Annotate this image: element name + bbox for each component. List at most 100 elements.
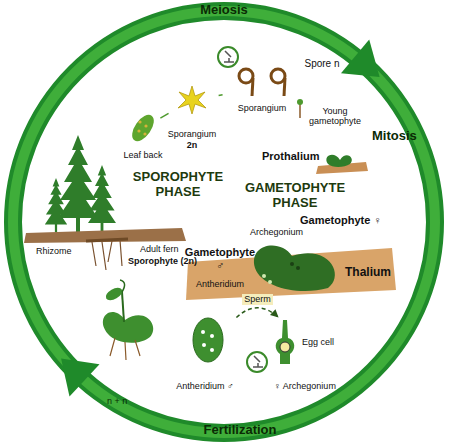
cycle-ring [13,11,435,433]
connector-line [160,113,168,118]
young-gametophyte [299,104,301,118]
sporangium [178,86,206,114]
spores [252,78,253,96]
text-slot: Spore n [300,58,344,70]
leaf-back [143,132,146,135]
magnifier-circle: Leaf back [123,108,163,148]
diagram-label: Gametophyte ♀ [300,214,382,227]
fern-fronds [88,165,116,233]
connector-line [236,308,278,318]
diagram-label: Prothalium [262,150,319,163]
magnifier-circle: Egg cell♀ Archegonium [269,306,341,378]
text-slot: Antheridium ♂ [165,381,245,391]
antheridium [210,348,214,352]
text-slot: Antheridium [196,279,244,289]
antheridium [210,334,214,338]
text-slot: Gametophyte ♀ [300,214,382,227]
young-sporophyte [104,285,125,303]
text-slot: Young gametophyte [302,106,368,127]
leaf-back [144,124,147,127]
spores [239,69,253,83]
text-slot: Prothalium [262,150,319,163]
diagram-label: Sporophyte (2n) [128,256,197,266]
cycle-ring [341,40,380,78]
leaf-back [128,111,158,145]
text-slot: Sperm [242,294,273,304]
region-fill [21,9,322,439]
spores [239,69,285,96]
connector-line [219,94,223,96]
young-sporophyte [103,312,153,343]
diagram-label: Fertilization [185,423,295,438]
antheridium [193,318,223,362]
region-fill [126,9,441,439]
text-slot: n + n [107,396,127,406]
fern-fronds [45,178,67,232]
diagram-label: n + n [107,396,127,406]
soil [24,228,186,243]
antheridium [202,343,206,347]
circle-outline [223,49,301,127]
circle-outline [123,108,163,148]
soil [92,240,122,270]
circle-outline [165,73,219,127]
fern-fronds [45,135,116,233]
antheridium [201,330,205,334]
gametophyte-thallus [296,266,300,270]
diagram-label: Thalium [345,266,391,280]
circle-outline [222,48,302,128]
cycle-ring [13,11,435,433]
text-slot: Meiosis [184,3,264,18]
young-gametophyte [297,99,303,105]
circle-label: 2n [177,140,207,150]
leaf-back [137,129,140,132]
text-slot: Sporangium [157,129,227,139]
connector-label: Sperm [242,294,273,304]
phase-title: GAMETOPHYTE PHASE [239,181,351,211]
magnifier-icon [218,47,238,67]
text-slot: Adult fern [140,244,179,254]
diagram-label: Meiosis [184,3,264,18]
spores [284,78,285,96]
gametophyte-thallus [290,262,294,266]
circle-label: ♀ Archegonium [265,381,345,391]
antheridium [193,318,223,362]
text-slot: Archegonium [250,227,303,237]
text-slot: Mitosis [372,129,417,144]
circle-label: Sporangium [232,103,292,113]
young-sporophyte [110,338,140,360]
young-sporophyte [122,292,124,322]
text-slot: 2n [177,140,207,150]
young-sporophyte [103,280,153,360]
young-gametophyte [297,99,303,118]
leaf-back [138,120,141,123]
diagram-label: Rhizome [36,246,72,256]
prothalium [326,155,351,167]
connector [219,94,223,96]
magnifier-icon [218,47,267,372]
text-slot: Fertilization [185,423,295,438]
diagram-label: Adult fern [140,244,179,254]
diagram-label: Archegonium [250,227,303,237]
prothalium [316,155,368,174]
arrowhead [270,309,279,317]
phase-title: SPOROPHYTE PHASE [126,170,230,200]
gametophyte-thallus [254,246,335,292]
gametophyte-thallus [268,280,272,284]
soil [86,239,128,241]
magnifier-circle: Antheridium ♂ [174,306,246,378]
young-sporophyte [120,280,125,292]
connector [160,113,168,118]
circle-outline [270,307,340,377]
spores [271,69,285,83]
text-slot: Thalium [345,266,391,280]
magnifier-circle: Spore nSporangium [222,48,302,128]
circle-outline [175,307,245,377]
text-slot: SPOROPHYTE PHASE [126,170,230,200]
magnifier-icon [247,352,267,372]
text-slot: Rhizome [36,246,72,256]
magnifier-icon [224,51,234,62]
circle-outline [174,306,246,378]
